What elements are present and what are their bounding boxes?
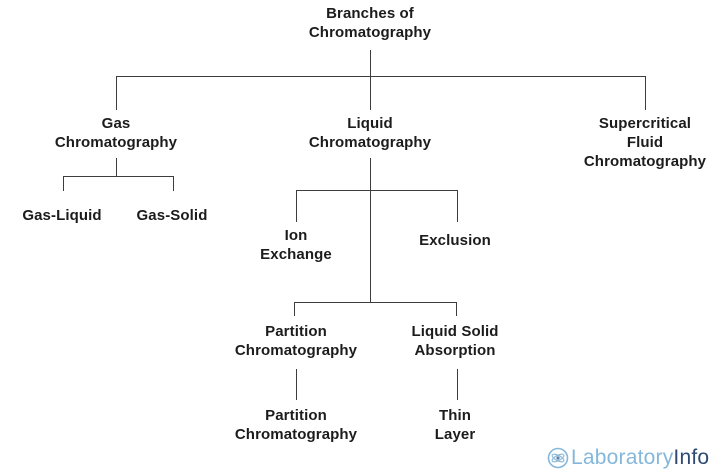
connector-liquid-bracket-1 <box>296 190 458 191</box>
node-gas-solid: Gas-Solid <box>136 207 208 224</box>
connector-gas-drop <box>116 76 117 110</box>
node-gas-liquid: Gas-Liquid <box>22 207 102 224</box>
connector-thin-layer-stem <box>457 369 458 400</box>
connector-absorption-tick <box>456 302 457 316</box>
node-gas-chromatography: Gas Chromatography <box>54 115 178 151</box>
connector-liquid-bracket-2 <box>294 302 457 303</box>
connector-partition-tick <box>294 302 295 316</box>
node-supercritical-fluid-chromatography: Supercritical Fluid Chromatography <box>583 115 707 170</box>
connector-top-horizontal <box>116 76 646 77</box>
node-partition-chromatography-mid: Partition Chromatography <box>234 323 358 359</box>
logo-text-laboratory: Laboratory <box>571 446 674 469</box>
logo-wordmark: LaboratoryInfo <box>571 446 709 470</box>
node-exclusion: Exclusion <box>419 232 491 249</box>
connector-gas-solid-tick <box>173 176 174 191</box>
node-liquid-solid-absorption: Liquid Solid Absorption <box>411 323 499 359</box>
atom-flask-icon <box>547 447 569 469</box>
connector-root-stem <box>370 50 371 110</box>
logo-text-info: Info <box>673 446 710 469</box>
connector-exclusion-tick <box>457 190 458 222</box>
node-thin-layer: Thin Layer <box>434 407 476 443</box>
node-liquid-chromatography: Liquid Chromatography <box>308 115 432 151</box>
node-branches-of-chromatography: Branches of Chromatography <box>308 5 432 41</box>
connector-gas-stem <box>116 158 117 176</box>
connector-supercritical-drop <box>645 76 646 110</box>
connector-partition-stem <box>296 369 297 400</box>
node-partition-chromatography-bottom: Partition Chromatography <box>234 407 358 443</box>
connector-gas-bracket <box>63 176 174 177</box>
node-ion-exchange: Ion Exchange <box>260 227 332 263</box>
connector-gas-liquid-tick <box>63 176 64 191</box>
connector-ion-exchange-tick <box>296 190 297 222</box>
connector-liquid-stem <box>370 158 371 302</box>
laboratoryinfo-logo: LaboratoryInfo <box>547 446 709 470</box>
